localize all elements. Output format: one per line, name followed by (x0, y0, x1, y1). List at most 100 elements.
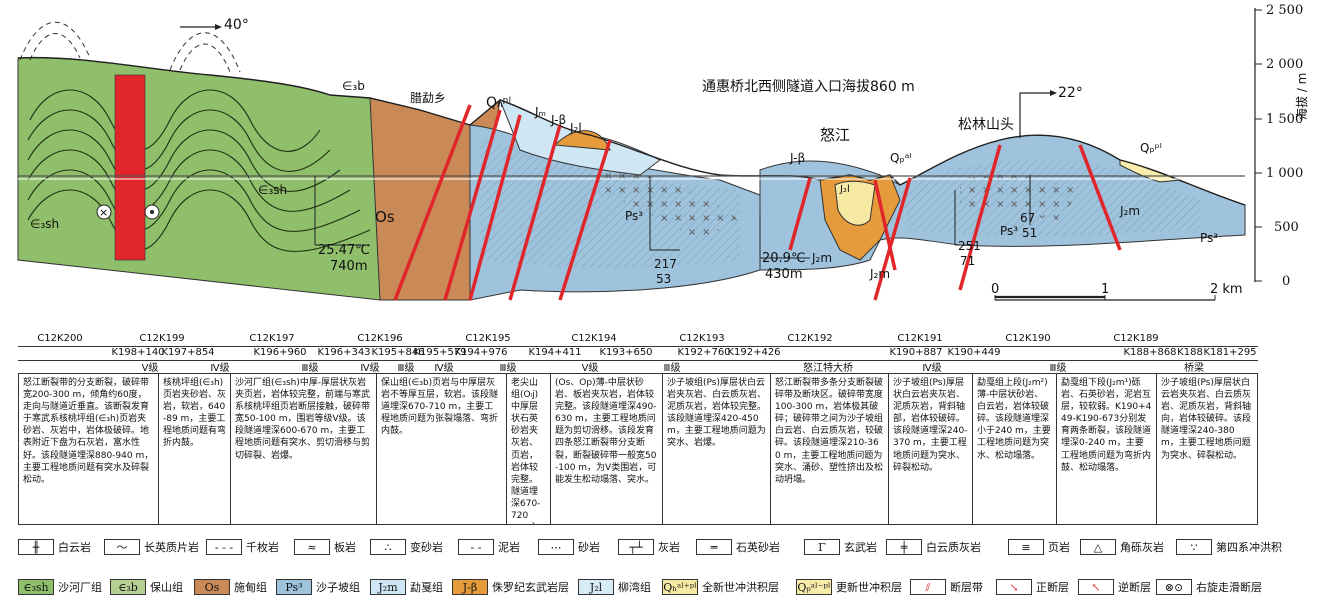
legend-item: ╫白云岩 (18, 539, 91, 555)
place-lazhi: 腊勐乡 (410, 91, 447, 105)
station: C12K195 (465, 333, 511, 344)
unit-label-jb2: J-β (790, 151, 806, 165)
description-table: 怒江断裂带的分支断裂，破碎带宽200-300 m，倾角约60度，走向与隧道近垂直… (18, 373, 1258, 525)
legend-item: ≡页岩 (1008, 539, 1070, 555)
legend-item: ⊗⊙右旋走滑断层 (1156, 579, 1262, 595)
desc-cell: 沙河厂组(∈₃sh)中厚-厚层状灰岩夹页岩，岩体较完整，前端与寒武系核桃坪组页岩… (231, 374, 377, 524)
legend-item: ↘正断层 (996, 579, 1069, 595)
grade: 怒江特大桥 (803, 363, 853, 374)
depth-2: 430m (765, 267, 803, 282)
grade: Ⅲ级 (499, 363, 517, 374)
station: C12K199 (139, 333, 185, 344)
grade: Ⅳ级 (210, 363, 230, 374)
chainage: K198+140 (111, 347, 165, 358)
chainage: K188 (1177, 347, 1203, 358)
chainage: K190+449 (947, 347, 1001, 358)
schist-swatch-icon: ～ (104, 539, 140, 555)
unit-label-j2l: J₂l (570, 121, 582, 135)
fault-attitude-3b: 51 (1022, 226, 1038, 240)
legend-item: ∴变砂岩 (370, 539, 443, 555)
chainage: K181+295 (1203, 347, 1257, 358)
sandstone-swatch-icon: ⋯ (538, 539, 574, 555)
desc-cell: 勐戛组下段(J₂m¹)砾岩、石英砂岩，泥岩互层，较软弱。K190+449-K19… (1057, 374, 1157, 524)
grade: 桥梁 (1184, 363, 1204, 374)
chainage: K188+868 (1123, 347, 1177, 358)
unit-label-e3sh-left: ∈₃sh (30, 217, 60, 231)
fault-attitude-2a: 251 (958, 239, 981, 253)
unit-label-ps3-b: Ps³ (1000, 224, 1019, 238)
basalt-swatch-icon: Γ (804, 539, 840, 555)
metasandstone-swatch-icon: ∴ (370, 539, 406, 555)
station: C12K196 (357, 333, 403, 344)
phyllite-swatch-icon: - - - (206, 539, 242, 555)
axis-tick: 1 000 (1266, 166, 1304, 181)
chainage: K194+976 (454, 347, 508, 358)
chainage-row: K198+140 K197+854 K196+960 K196+343 K195… (18, 346, 1258, 361)
legend-item: ╪白云质灰岩 (886, 539, 981, 555)
place-nujiang: 怒江 (820, 126, 851, 144)
grade: Ⅳ级 (922, 363, 942, 374)
legend-item: ⋯砂岩 (538, 539, 600, 555)
legend-item: ┬┴灰岩 (618, 539, 680, 555)
grade: Ⅲ级 (1049, 363, 1067, 374)
grade: Ⅲ级 (397, 363, 415, 374)
axis-tick: 2 500 (1266, 3, 1304, 18)
unit-label-os: Os (375, 208, 395, 226)
unit-label-qh: Qₕᵖˡ (486, 95, 511, 111)
desc-cell: (Os、Op)薄-中层状砂岩、板岩夹灰岩，岩体较完整。该段隧道埋深490-630… (551, 374, 663, 524)
right-direction-label: 22° (1058, 85, 1083, 101)
fault-attitude-1a: 217 (654, 257, 677, 271)
station: C12K193 (679, 333, 725, 344)
legend-item: ═石英砂岩 (696, 539, 780, 555)
fault-zone-1 (114, 74, 146, 261)
breccia-swatch-icon: △ (1080, 539, 1116, 555)
axis-tick: 2 000 (1266, 57, 1304, 72)
desc-cell: 沙子坡组(Ps)厚层状白云岩夹灰岩、白云质灰岩、泥质灰岩，背斜轴向，岩体较破碎。… (1161, 378, 1252, 461)
unit-label-j2m-a: J₂m (812, 251, 833, 265)
temp-1: 25.47℃ (318, 243, 370, 258)
temp-2: 20.9℃ (762, 251, 806, 266)
legend-item: ～长英质片岩 (104, 539, 199, 555)
unit-label-jm: Jₘ (535, 105, 547, 119)
station: C12K192 (787, 333, 833, 344)
grade: Ⅴ级 (581, 363, 599, 374)
chainage: K190+887 (889, 347, 943, 358)
unit-label-j2m-c: J₂m (1120, 204, 1141, 218)
unit-label-jb: J-β (551, 113, 567, 127)
chainage: K196+343 (317, 347, 371, 358)
desc-cell: 保山组(∈₃b)页岩与中厚层灰岩不等厚互层，软岩。该段隧道埋深670-710 m… (377, 374, 507, 524)
geologic-cross-section: × (17, 8, 1262, 301)
desc-cell: 勐戛组上段(J₂m²)薄-中层状砂岩、白云岩，岩体较破碎。该段隧道埋深小于240… (973, 374, 1057, 524)
unit-label-e3b: ∈₃b (342, 79, 365, 93)
grade: Ⅲ级 (301, 363, 319, 374)
scale-label-0: 0 (991, 282, 1000, 297)
dolomitic-limestone-swatch-icon: ╪ (886, 539, 922, 555)
desc-cell: 沙子坡组(Ps)厚层状白云岩夹灰岩、泥质灰岩，背斜轴部，岩体较破碎。该段隧道埋深… (889, 374, 973, 524)
axis-tick: 500 (1274, 220, 1299, 235)
shale-swatch-icon: ≡ (1008, 539, 1044, 555)
unit-label-j2l-2: J₂l (840, 184, 850, 195)
scale-label-1: 1 (1101, 282, 1110, 297)
station-row: C12K200 C12K199 C12K197 C12K196 C12K195 … (18, 333, 1258, 347)
scale-label-2: 2 km (1210, 282, 1243, 297)
place-songlin: 松林山头 (958, 117, 1014, 133)
normal-fault-icon: ↘ (996, 579, 1032, 595)
legend: ╫白云岩 ～长英质片岩 - - -千枚岩 ≈板岩 ∴变砂岩 - -泥岩 ⋯砂岩 … (18, 535, 1282, 610)
legend-item: ↖逆断层 (1078, 579, 1151, 595)
desc-cell: 老尖山组(Oₗj)中厚层状石英砂岩夹灰岩、页岩，岩体较完整。隧道埋深670-72… (507, 374, 551, 524)
chainage: K195+579 (413, 347, 467, 358)
legend-item: ∵第四系冲洪积 (1176, 539, 1282, 555)
desc-cell: 怒江断裂带的分支断裂，破碎带宽200-300 m，倾角约60度，走向与隧道近垂直… (19, 374, 159, 524)
alluvium-swatch-icon: ∵ (1176, 539, 1212, 555)
strike-slip-icon: ⊗⊙ (1156, 579, 1192, 595)
fault-attitude-2b: 71 (960, 254, 976, 268)
chainage: K196+960 (253, 347, 307, 358)
axis-tick: 0 (1282, 274, 1291, 289)
grade: Ⅴ级 (141, 363, 159, 374)
unit-label-j2m-b: J₂m (870, 267, 891, 281)
